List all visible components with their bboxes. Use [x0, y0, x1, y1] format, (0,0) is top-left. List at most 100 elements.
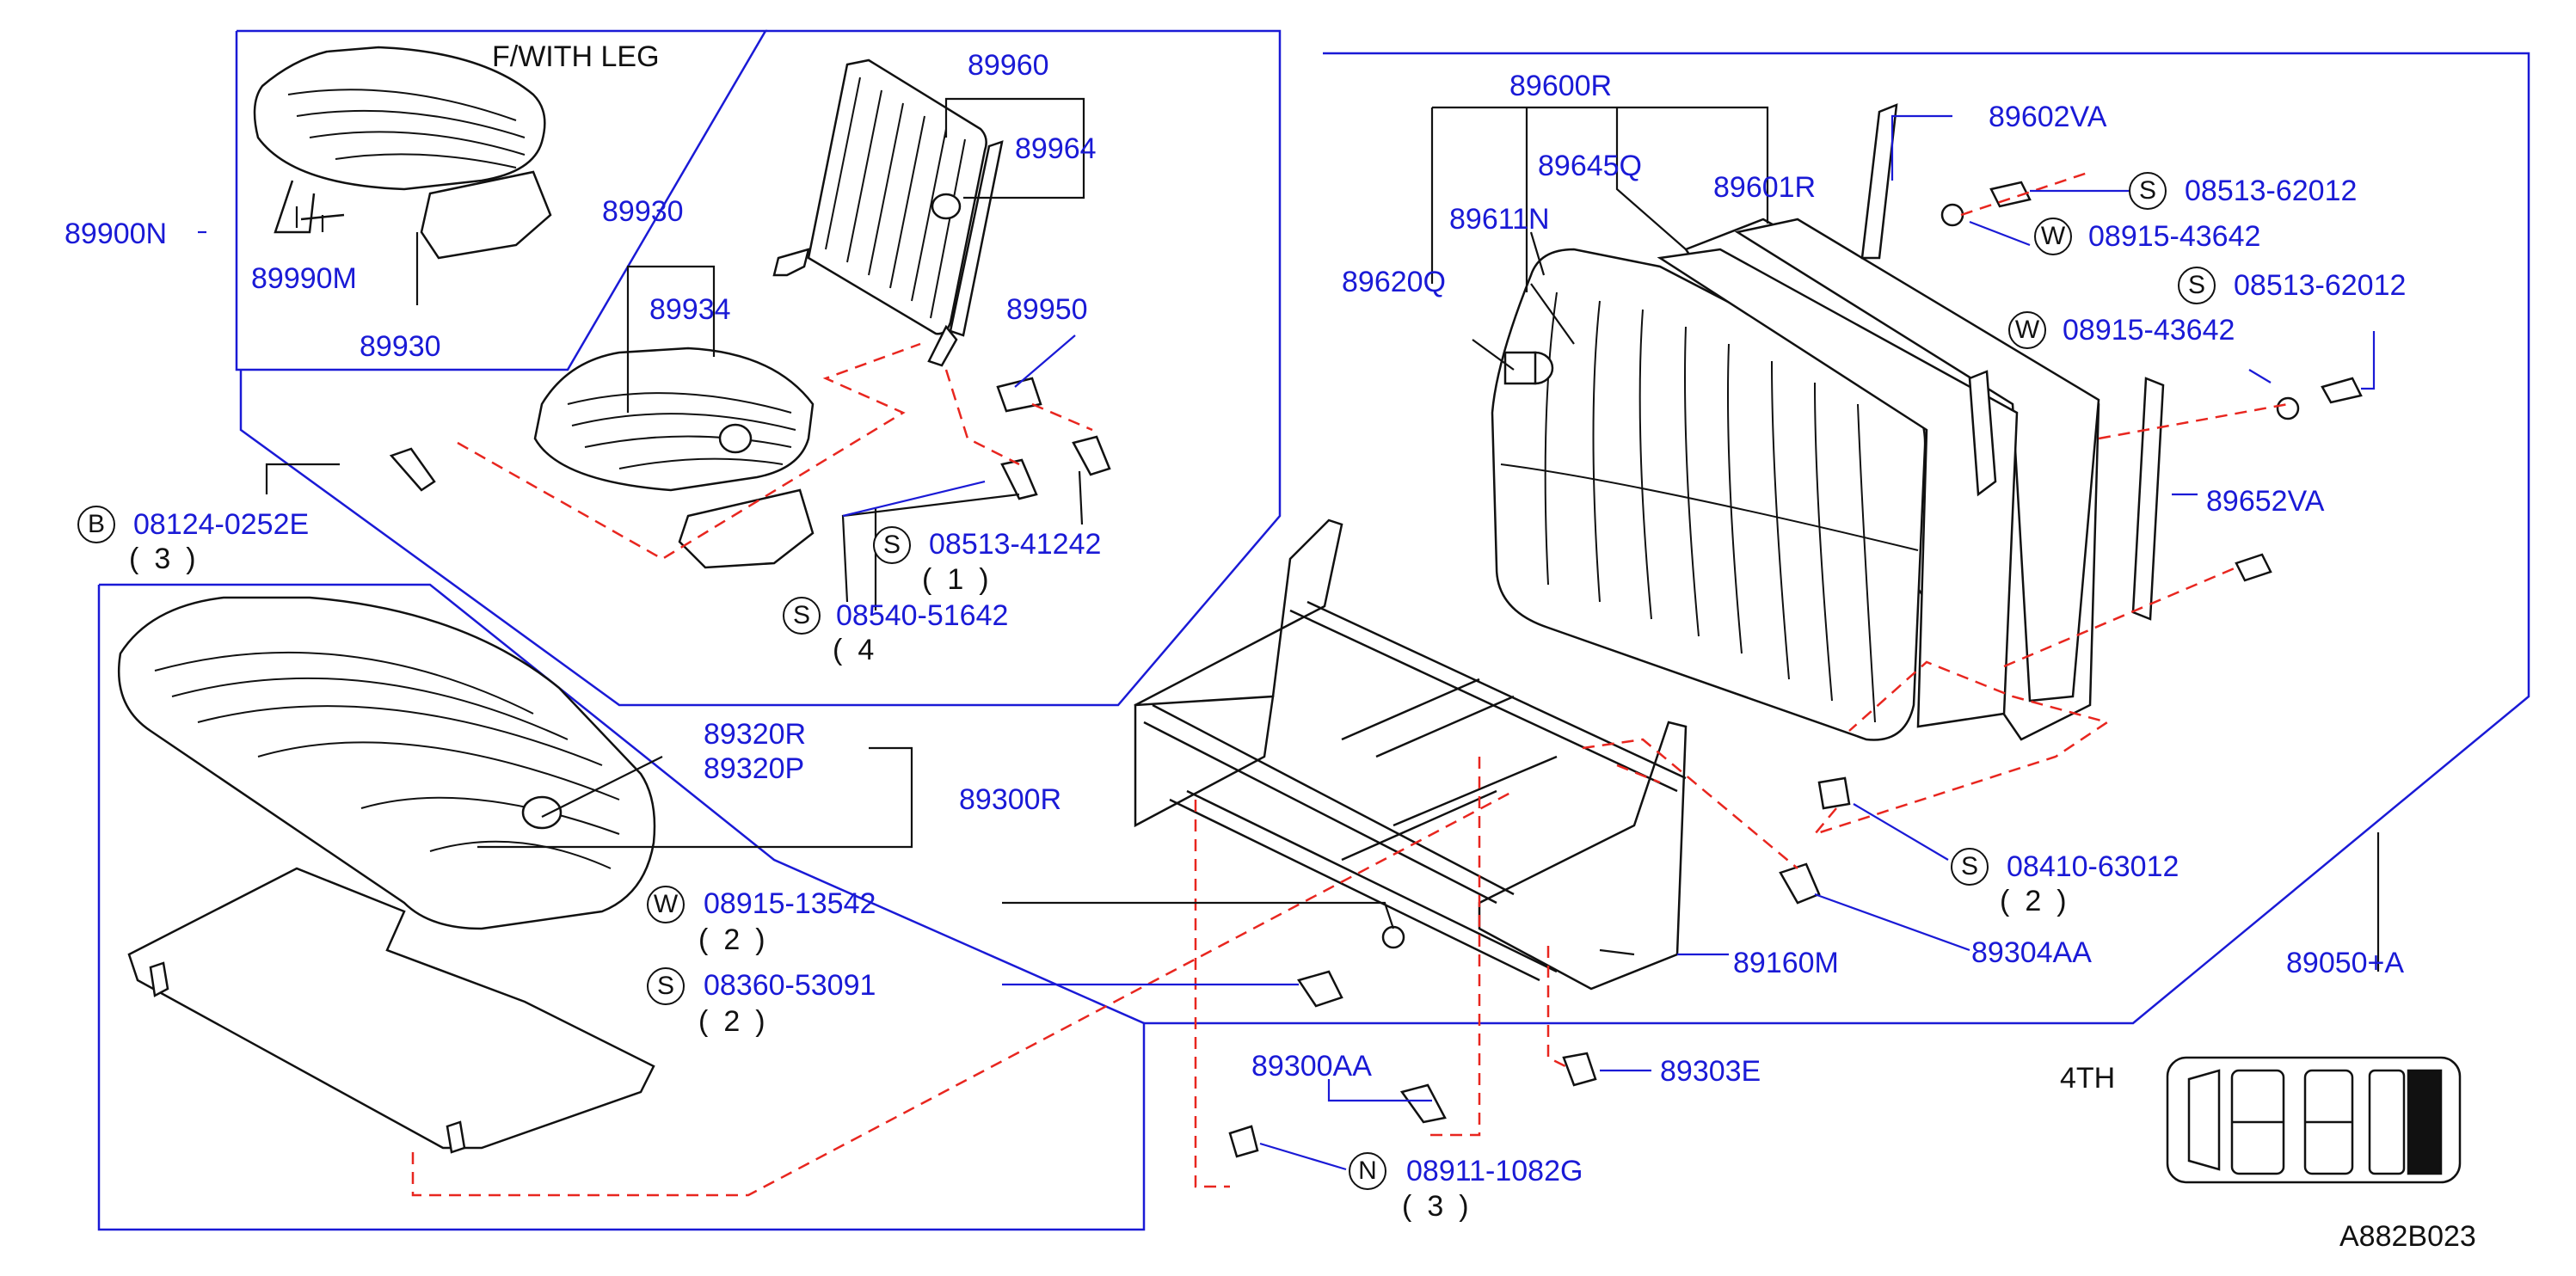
seat-back-side-panel	[1657, 248, 2019, 728]
small-seat-leg	[274, 180, 345, 234]
guide-11	[1811, 660, 2110, 837]
fastener-number[interactable]: 08124-0252E	[133, 508, 310, 541]
seat-position-indicator	[2166, 1056, 2462, 1184]
prefix-circle: W	[2008, 311, 2046, 349]
part-89600R[interactable]: 89600R	[1509, 70, 1613, 102]
prefix-circle: W	[647, 886, 685, 923]
part-89304AA[interactable]: 89304AA	[1971, 936, 2092, 969]
part-89620Q[interactable]: 89620Q	[1342, 266, 1446, 298]
part-89050A[interactable]: 89050+A	[2286, 947, 2405, 979]
bolt-89300AA	[1399, 1083, 1447, 1124]
washer-08915-13542	[1381, 925, 1405, 949]
seat-back-knob-shaft	[1503, 351, 1537, 385]
small-seat-back-hinge-right	[927, 324, 958, 367]
washer-08915-43642-top	[1940, 203, 1964, 227]
large-seat-cushion	[117, 596, 656, 1154]
leader-lines-black	[265, 97, 2380, 972]
position-label: 4TH	[2060, 1062, 2116, 1095]
dashed-guides	[411, 170, 2289, 1197]
part-89320P[interactable]: 89320P	[704, 752, 805, 785]
part-89645Q[interactable]: 89645Q	[1538, 150, 1642, 182]
hinge-bracket-upper	[1860, 103, 1898, 260]
prefix-circle: N	[1349, 1152, 1386, 1190]
part-89300AA[interactable]: 89300AA	[1251, 1050, 1372, 1083]
fastener-qty: (3)	[1402, 1190, 1485, 1223]
guide-1	[457, 342, 921, 561]
prefix-circle: S	[2129, 172, 2167, 210]
fastener-number[interactable]: 08410-63012	[2007, 850, 2179, 883]
fastener-number[interactable]: 08540-51642	[836, 599, 1009, 632]
middle-seat-cushion	[533, 347, 815, 569]
bolt-08360-53091	[1297, 970, 1343, 1008]
large-seat-body	[117, 596, 656, 930]
group-frames	[97, 29, 2530, 1231]
small-seat-back-body	[807, 58, 987, 335]
seat-frame	[1134, 518, 1688, 991]
part-89303E[interactable]: 89303E	[1660, 1055, 1761, 1088]
middle-seat-body	[533, 347, 815, 492]
part-89160M[interactable]: 89160M	[1733, 947, 1839, 979]
part-89611N[interactable]: 89611N	[1449, 203, 1550, 236]
guide-9	[1960, 170, 2091, 217]
prefix-circle: S	[1951, 848, 1989, 886]
part-89934[interactable]: 89934	[649, 293, 731, 326]
small-seat-cushion	[253, 46, 546, 191]
seat-back-assembly	[1491, 103, 2165, 741]
frame-floor-rail	[1169, 789, 1558, 982]
part-89900N[interactable]: 89900N	[65, 218, 168, 250]
guide-2	[944, 369, 1020, 466]
bolt-08513-41242	[1000, 458, 1038, 500]
guide-5	[1194, 800, 1230, 1188]
prefix-circle: S	[873, 526, 911, 564]
part-89960[interactable]: 89960	[968, 49, 1049, 82]
fastener-number[interactable]: 08915-13542	[704, 887, 876, 920]
bolt-08513-62012-top	[1989, 181, 2032, 208]
middle-seat-bracket	[678, 488, 815, 569]
fastener-number[interactable]: 08915-43642	[2063, 314, 2235, 347]
fastener-number[interactable]: 08915-43642	[2088, 220, 2261, 253]
part-89964[interactable]: 89964	[1015, 132, 1097, 165]
fastener-qty: (3)	[129, 543, 212, 575]
fastener-qty: (1)	[922, 563, 1005, 596]
guide-13	[1616, 764, 1661, 784]
part-89930-a[interactable]: 89930	[360, 330, 441, 363]
large-seat-stitches	[154, 651, 620, 869]
middle-seat-knob	[718, 423, 753, 454]
fastener-number[interactable]: 08513-62012	[2234, 269, 2407, 302]
fastener-number[interactable]: 08360-53091	[704, 969, 876, 1002]
seat-back-frame-panel	[1734, 218, 2100, 702]
vehicle-front	[2187, 1069, 2221, 1171]
prefix-circle: S	[783, 597, 821, 635]
part-89950[interactable]: 89950	[1006, 293, 1088, 326]
fastener-number[interactable]: 08513-41242	[929, 528, 1102, 561]
guide-8	[1582, 738, 1798, 869]
guide-12	[2003, 566, 2237, 668]
part-89300R[interactable]: 89300R	[959, 783, 1062, 816]
small-seat-stitches	[287, 89, 526, 169]
large-seat-knob	[521, 795, 563, 830]
part-89320R[interactable]: 89320R	[704, 718, 807, 751]
fastener-qty: (2)	[698, 923, 781, 956]
prefix-circle: W	[2034, 218, 2072, 255]
small-seat-back-knob	[931, 193, 962, 220]
fastener-qty: (2)	[698, 1005, 781, 1038]
middle-seat-stitches	[567, 392, 796, 469]
part-89652VA[interactable]: 89652VA	[2206, 485, 2325, 518]
part-89601R[interactable]: 89601R	[1713, 171, 1817, 204]
fastener-qty: (2)	[2000, 885, 2082, 917]
large-seat-under-panel	[127, 867, 655, 1150]
part-89602VA[interactable]: 89602VA	[1989, 101, 2107, 133]
bolt-08410-63012	[1817, 776, 1851, 810]
small-seat-back-hinge-left	[772, 248, 810, 277]
part-89990M[interactable]: 89990M	[251, 262, 357, 295]
fastener-number[interactable]: 08513-62012	[2185, 175, 2358, 207]
part-89930-b[interactable]: 89930	[602, 195, 684, 228]
header-note: F/WITH LEG	[492, 40, 660, 73]
hinge-bracket-lower	[2131, 377, 2165, 621]
fastener-number[interactable]: 08911-1082G	[1406, 1155, 1583, 1187]
frame-fwith-leg	[235, 29, 768, 371]
guide-3	[1031, 402, 1093, 432]
frame-rear-plate	[1134, 695, 1275, 828]
bolt-right-lower	[2235, 553, 2272, 582]
